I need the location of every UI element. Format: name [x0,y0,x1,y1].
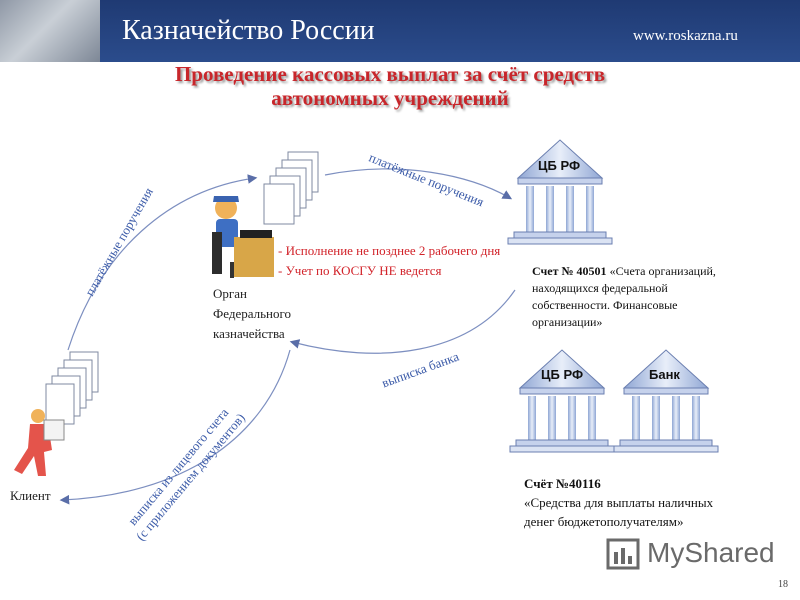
cb-label-top: ЦБ РФ [538,158,581,173]
account-40501-line1: Счет № 40501 «Счета организаций, [532,264,716,278]
account-40116-line3: денег бюджетополучателям» [524,514,684,529]
myshared-logo-icon [606,538,640,570]
deadline-note: - Исполнение не позднее 2 рабочего дня [278,243,501,258]
cb-label-bottom: ЦБ РФ [541,367,584,382]
document-stack-client [45,351,99,425]
commercial-bank-building [613,349,719,453]
organ-line1: Орган [213,286,247,301]
account-40501-block: Счет № 40501 «Счета организаций, находящ… [532,263,716,331]
organ-label: Орган Федерального казначейства [213,284,291,344]
page-number: 18 [778,579,788,590]
account-40501-line4: организации» [532,315,603,329]
slide-title-line1: Проведение кассовых выплат за счёт средс… [174,62,606,86]
header-bar: Казначейство России www.roskazna.ru [0,0,800,62]
cb-building-top [507,139,613,245]
client-figure [14,409,65,476]
organ-line2: Федерального [213,306,292,321]
arrow-cb-to-organ [289,289,516,354]
arrow-organ-to-cb [324,168,513,200]
arrow-client-to-organ [67,174,258,351]
account-40116-block: Счёт №40116 «Средства для выплаты наличн… [524,474,713,531]
account-40501-line3: собственности. Финансовые [532,298,678,312]
slide-title: Проведение кассовых выплат за счёт средс… [0,62,780,110]
arrow-organ-to-client [59,349,291,505]
organ-clerk-figure [212,196,274,278]
building-photo [0,0,100,62]
account-40116-line2: «Средства для выплаты наличных [524,495,714,510]
account-40116-line1: Счёт №40116 [524,476,601,491]
kosgu-note: - Учет по КОСГУ НЕ ведется [278,263,442,278]
organ-line3: казначейства [213,326,285,341]
document-stack-organ [263,151,319,225]
slide-title-line2: автономных учреждений [271,86,509,110]
myshared-watermark[interactable]: MyShared [647,537,775,568]
header-title: Казначейство России [122,15,375,46]
header-url[interactable]: www.roskazna.ru [633,28,738,44]
client-label: Клиент [10,488,51,503]
bank-label: Банк [649,367,680,382]
account-40501-line2: находящихся федеральной [532,281,668,295]
cb-building-bottom [509,349,615,453]
